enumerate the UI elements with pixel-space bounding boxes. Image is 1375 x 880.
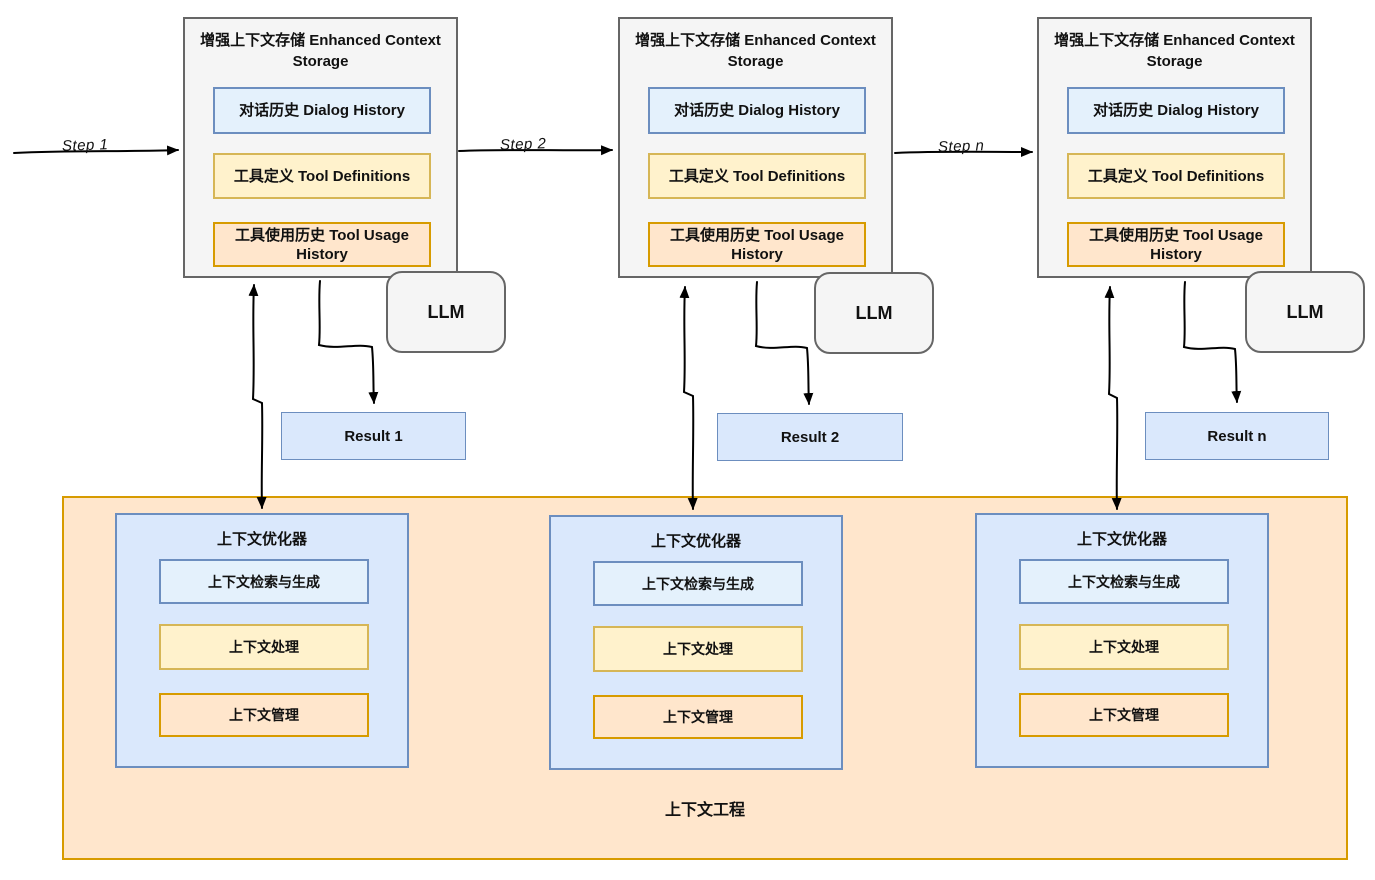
llm-node-3: LLM [1245, 271, 1365, 353]
tool-definitions-box: 工具定义 Tool Definitions [1067, 153, 1285, 199]
optimizer-title: 上下文优化器 [216, 531, 307, 548]
optimizer-storage-arrow-1 [248, 284, 267, 509]
context-management-box: 上下文管理 [159, 693, 369, 737]
llm-result-arrow-3 [1182, 281, 1242, 403]
optimizer-title: 上下文优化器 [1076, 531, 1167, 548]
context-processing-box: 上下文处理 [159, 624, 369, 670]
tool-definitions-box: 工具定义 Tool Definitions [648, 153, 866, 199]
context-optimizer-box-1: 上下文优化器 上下文检索与生成 上下文处理 上下文管理 [115, 513, 409, 768]
tool-usage-history-box: 工具使用历史 Tool Usage History [213, 222, 431, 267]
step-label-2: Step 2 [499, 135, 547, 154]
dialog-history-box: 对话历史 Dialog History [213, 87, 431, 134]
step-label-1: Step 1 [61, 136, 109, 155]
context-management-box: 上下文管理 [1019, 693, 1229, 737]
dialog-history-box: 对话历史 Dialog History [648, 87, 866, 134]
tool-definitions-box: 工具定义 Tool Definitions [213, 153, 431, 199]
context-processing-box: 上下文处理 [593, 626, 803, 672]
context-optimizer-box-3: 上下文优化器 上下文检索与生成 上下文处理 上下文管理 [975, 513, 1269, 768]
result-box-2: Result 2 [717, 413, 903, 461]
tool-usage-history-box: 工具使用历史 Tool Usage History [1067, 222, 1285, 267]
enhanced-context-storage-box-1: 增强上下文存储 Enhanced Context Storage 对话历史 Di… [183, 17, 458, 278]
context-management-box: 上下文管理 [593, 695, 803, 739]
llm-node-2: LLM [814, 272, 934, 354]
context-processing-box: 上下文处理 [1019, 624, 1229, 670]
context-retrieval-generation-box: 上下文检索与生成 [1019, 559, 1229, 604]
result-box-1: Result 1 [281, 412, 466, 460]
enhanced-context-storage-box-3: 增强上下文存储 Enhanced Context Storage 对话历史 Di… [1037, 17, 1312, 278]
llm-result-arrow-2 [754, 281, 814, 405]
step-label-n: Step n [937, 137, 985, 156]
llm-result-arrow-1 [317, 280, 379, 404]
context-retrieval-generation-box: 上下文检索与生成 [159, 559, 369, 604]
enhanced-context-storage-box-2: 增强上下文存储 Enhanced Context Storage 对话历史 Di… [618, 17, 893, 278]
optimizer-storage-arrow-2 [679, 286, 698, 510]
context-engineering-label: 上下文工程 [664, 802, 745, 819]
result-box-3: Result n [1145, 412, 1329, 460]
tool-usage-history-box: 工具使用历史 Tool Usage History [648, 222, 866, 267]
context-retrieval-generation-box: 上下文检索与生成 [593, 561, 803, 606]
storage-title: 增强上下文存储 Enhanced Context Storage [1054, 32, 1295, 70]
llm-node-1: LLM [386, 271, 506, 353]
storage-title: 增强上下文存储 Enhanced Context Storage [200, 32, 441, 70]
storage-title: 增强上下文存储 Enhanced Context Storage [635, 32, 876, 70]
optimizer-title: 上下文优化器 [650, 533, 741, 550]
context-optimizer-box-2: 上下文优化器 上下文检索与生成 上下文处理 上下文管理 [549, 515, 843, 770]
optimizer-storage-arrow-3 [1104, 286, 1122, 510]
dialog-history-box: 对话历史 Dialog History [1067, 87, 1285, 134]
